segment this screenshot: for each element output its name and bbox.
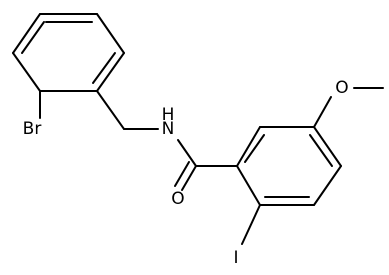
bond-co-double-b bbox=[174, 161, 190, 187]
bond bbox=[236, 165, 261, 206]
bond bbox=[92, 52, 116, 84]
bond bbox=[244, 134, 265, 163]
bond bbox=[21, 21, 45, 54]
bond-n-co bbox=[177, 139, 197, 167]
bond bbox=[12, 13, 41, 54]
bond bbox=[313, 165, 342, 206]
bond-co-double-a bbox=[181, 165, 197, 191]
oxygen-carbonyl-label: O bbox=[171, 189, 184, 209]
bond bbox=[236, 126, 261, 167]
oxygen-methoxy-label: O bbox=[335, 78, 348, 98]
bromophenyl-ring bbox=[12, 13, 125, 92]
bromine-label: Br bbox=[23, 119, 42, 139]
benzamide-ring bbox=[236, 126, 342, 206]
bond bbox=[309, 134, 333, 167]
nitrogen-label: N bbox=[162, 119, 175, 139]
bond bbox=[313, 126, 342, 167]
bond bbox=[96, 52, 125, 92]
bond-ring-i bbox=[241, 204, 261, 245]
nitrogen-label: H bbox=[162, 105, 175, 125]
bond-ring-o-methoxy bbox=[313, 96, 332, 128]
bond bbox=[96, 13, 125, 54]
bond bbox=[12, 52, 41, 92]
bond-ring-ch2 bbox=[96, 90, 125, 130]
iodine-label: I bbox=[233, 248, 238, 268]
